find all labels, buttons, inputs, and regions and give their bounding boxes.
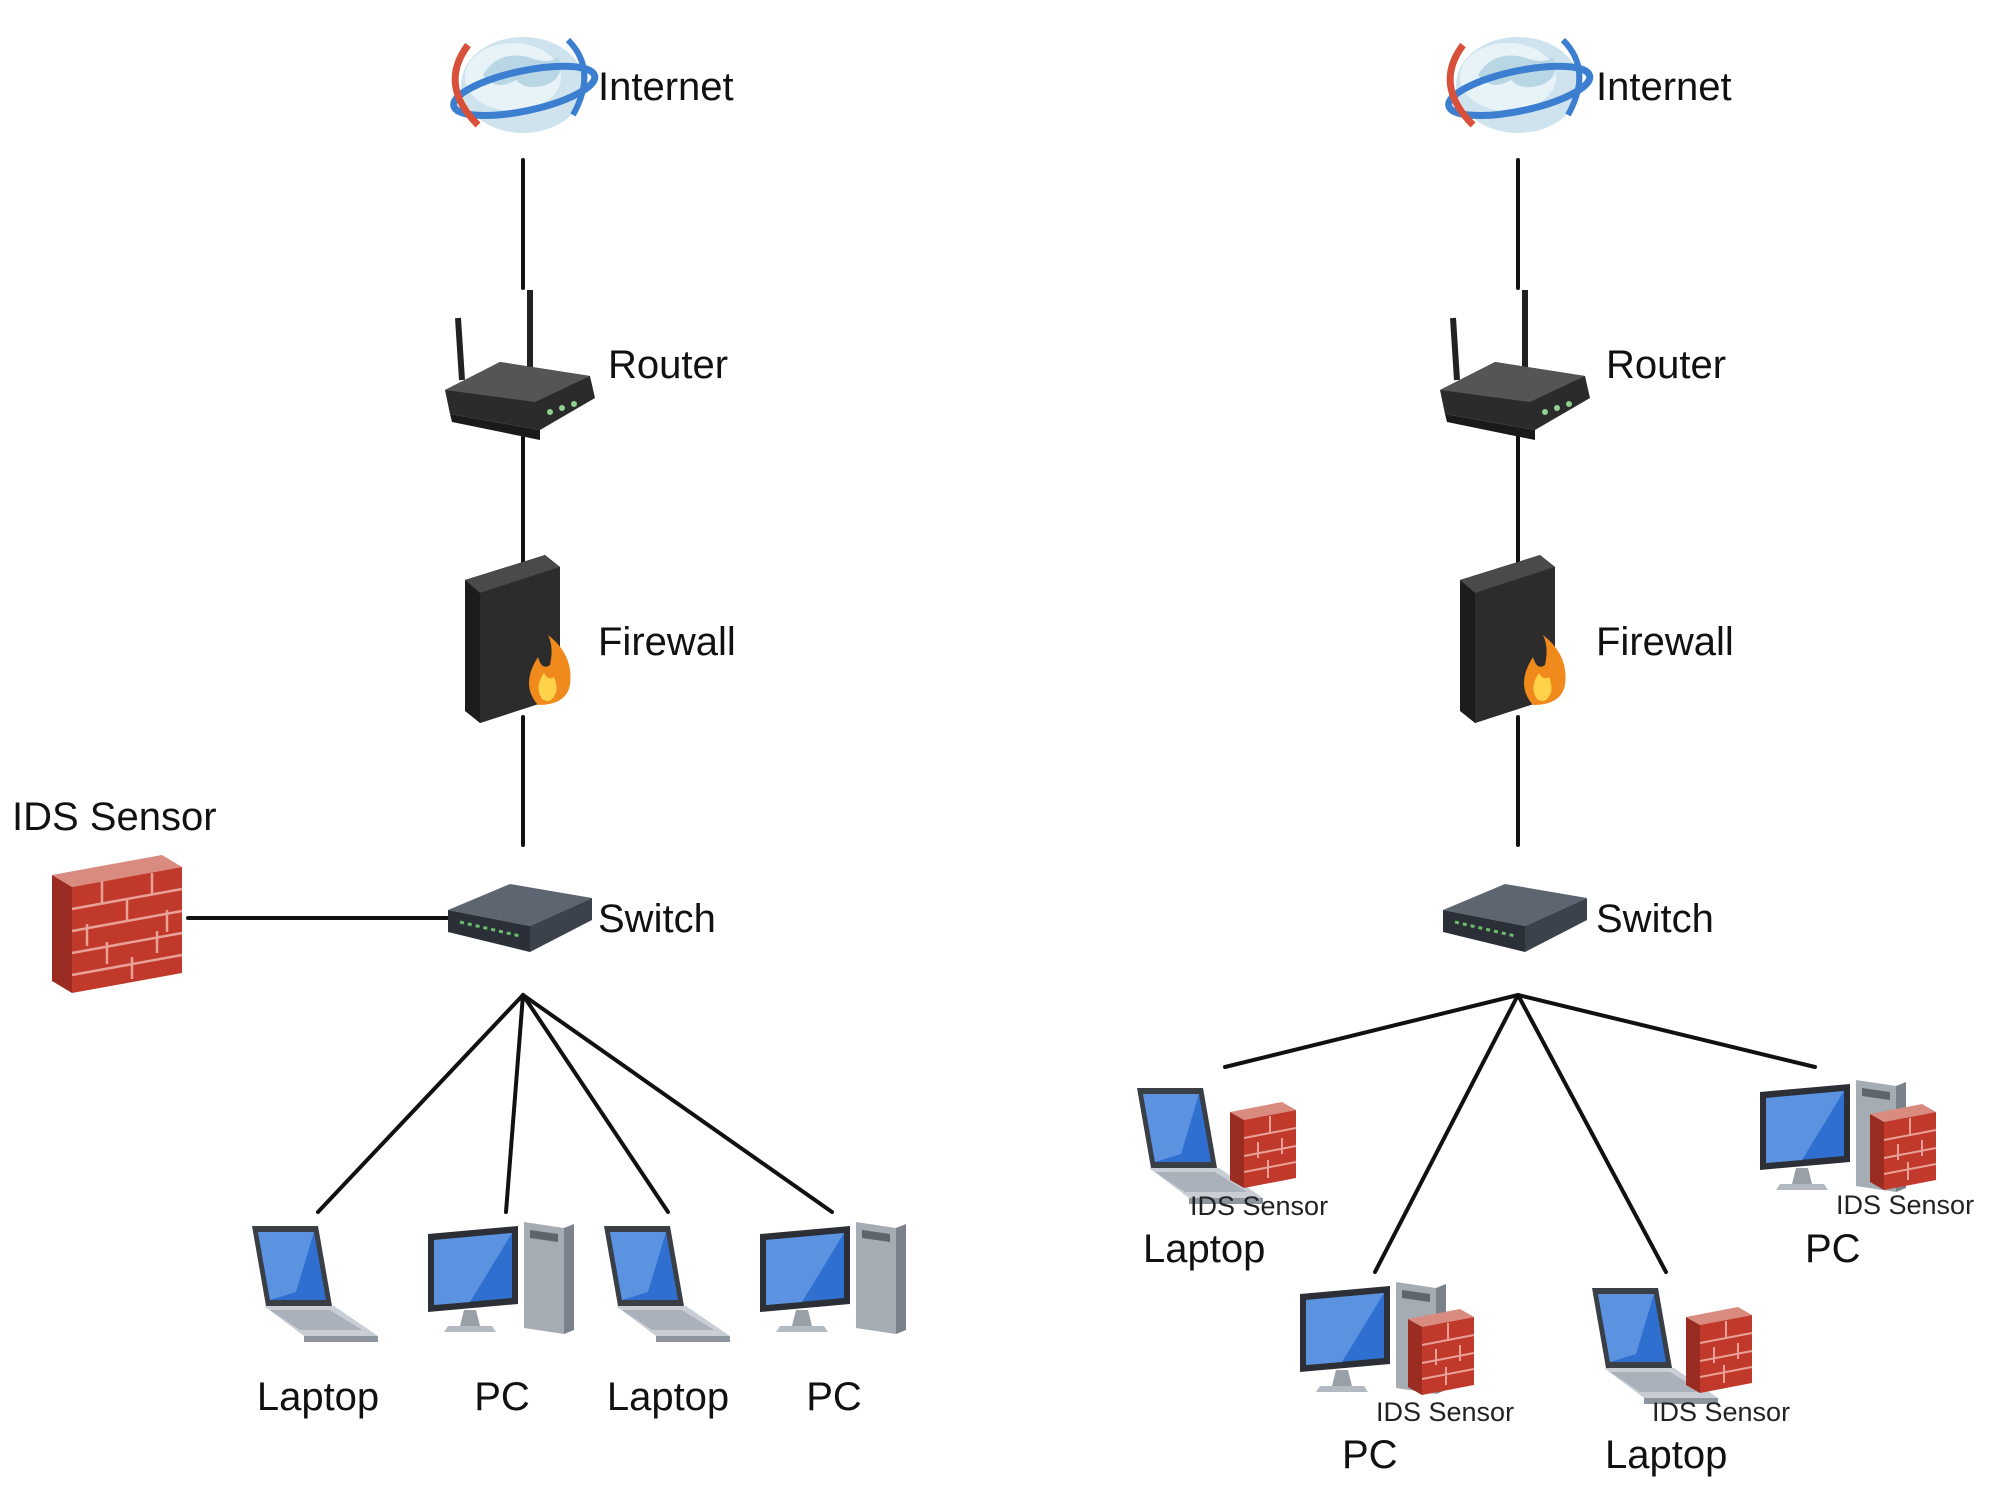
endpoint-label: PC bbox=[474, 1375, 530, 1419]
endpoint-pc-2: IDS Sensor PC bbox=[1760, 1080, 1974, 1271]
link-switch-endpoint-1 bbox=[316, 993, 525, 1214]
switch-label: Switch bbox=[1596, 897, 1714, 941]
endpoint-label: PC bbox=[1805, 1227, 1861, 1271]
firewall-appliance-icon bbox=[465, 555, 571, 723]
link-switch-endpoint-3 bbox=[1516, 993, 1668, 1274]
endpoint-label: Laptop bbox=[607, 1375, 729, 1419]
endpoint-pc-1: PC bbox=[428, 1222, 574, 1419]
router-label: Router bbox=[608, 343, 728, 387]
link-switch-endpoint-1 bbox=[1223, 993, 1520, 1069]
pc-icon bbox=[428, 1222, 574, 1334]
firewall-appliance-icon bbox=[1460, 555, 1566, 723]
ids-sensor-label: IDS Sensor bbox=[1190, 1191, 1328, 1221]
endpoint-laptop-1: Laptop bbox=[252, 1226, 379, 1419]
laptop-icon bbox=[604, 1226, 730, 1342]
link-switch-endpoint-3 bbox=[521, 993, 670, 1214]
globe-icon bbox=[450, 37, 599, 133]
brick-wall-icon bbox=[1229, 1101, 1297, 1189]
switch-label: Switch bbox=[598, 897, 716, 941]
link-switch-endpoint-4 bbox=[521, 993, 834, 1214]
laptop-icon bbox=[252, 1226, 378, 1342]
endpoint-label: PC bbox=[1342, 1433, 1398, 1477]
endpoint-label: PC bbox=[806, 1375, 862, 1419]
endpoint-label: Laptop bbox=[1143, 1227, 1265, 1271]
router-icon bbox=[445, 290, 595, 440]
link-switch-endpoint-2 bbox=[1373, 993, 1520, 1274]
firewall-label: Firewall bbox=[598, 620, 736, 664]
ids-sensor-label: IDS Sensor bbox=[1836, 1190, 1974, 1220]
internet-label: Internet bbox=[598, 65, 734, 109]
brick-wall-icon bbox=[1685, 1306, 1753, 1394]
endpoint-pc-2: PC bbox=[760, 1222, 906, 1419]
firewall-label: Firewall bbox=[1596, 620, 1734, 664]
endpoint-laptop-2: Laptop bbox=[604, 1226, 730, 1419]
internet-label: Internet bbox=[1596, 65, 1732, 109]
brick-wall-icon bbox=[1407, 1308, 1475, 1396]
left-network: Internet Router Firewall Switch IDS Sens… bbox=[12, 37, 906, 1419]
router-label: Router bbox=[1606, 343, 1726, 387]
pc-icon bbox=[760, 1222, 906, 1334]
endpoint-laptop-1: IDS Sensor Laptop bbox=[1137, 1088, 1328, 1271]
switch-icon bbox=[446, 882, 594, 954]
ids-sensor-label: IDS Sensor bbox=[12, 795, 217, 839]
link-switch-endpoint-2 bbox=[504, 993, 525, 1214]
switch-icon bbox=[1441, 882, 1589, 954]
brick-wall-icon bbox=[1869, 1103, 1937, 1191]
right-network: Internet Router Firewall Switch IDS Sens… bbox=[1137, 37, 1974, 1477]
endpoint-label: Laptop bbox=[1605, 1433, 1727, 1477]
link-switch-endpoint-4 bbox=[1516, 993, 1817, 1069]
endpoint-label: Laptop bbox=[257, 1375, 379, 1419]
ids-sensor-label: IDS Sensor bbox=[1376, 1397, 1514, 1427]
brick-wall-icon bbox=[50, 853, 184, 995]
ids-sensor-label: IDS Sensor bbox=[1652, 1397, 1790, 1427]
endpoint-pc-1: IDS Sensor PC bbox=[1300, 1282, 1514, 1477]
globe-icon bbox=[1445, 37, 1594, 133]
endpoint-laptop-2: IDS Sensor Laptop bbox=[1592, 1288, 1790, 1477]
router-icon bbox=[1440, 290, 1590, 440]
